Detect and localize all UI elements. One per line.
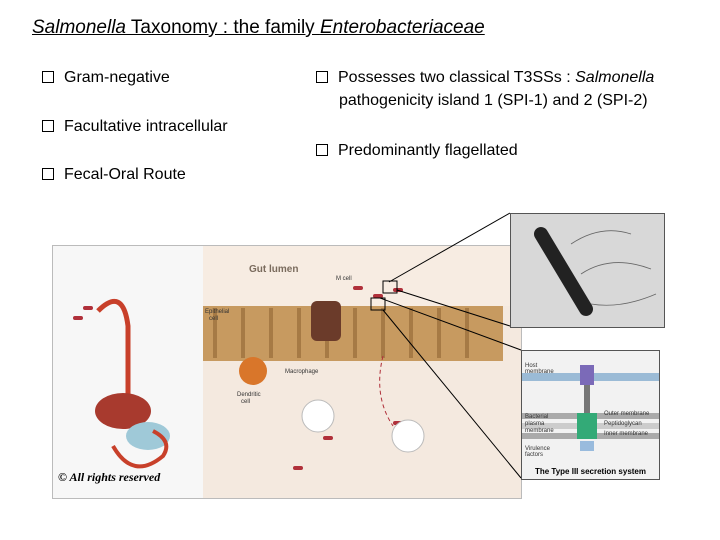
checkbox-bullet-icon [42, 120, 54, 132]
micrograph-art [511, 214, 664, 327]
title-middle: Taxonomy : the family [126, 17, 320, 38]
bacterial-label-2: plasma [525, 421, 545, 427]
macrophage-shape [301, 399, 335, 433]
checkbox-bullet-icon [316, 144, 328, 156]
virulence-label-2: factors [525, 452, 544, 458]
t3ss-diagram: Host membrane Bacterial plasma membrane … [521, 350, 660, 480]
checkbox-bullet-icon [42, 71, 54, 83]
bullet-t3ss: Possesses two classical T3SSs : Salmonel… [316, 69, 654, 87]
t3ss-caption: The Type III secretion system [534, 467, 646, 476]
infection-figure-art [53, 246, 521, 498]
checkbox-bullet-icon [42, 168, 54, 180]
bullet-facultative: Facultative intracellular [42, 118, 228, 136]
dendritic-label-2: cell [241, 399, 251, 405]
enterocyte-layer [203, 301, 503, 361]
m-cell-label: M cell [336, 276, 352, 282]
title-family: Enterobacteriaceae [319, 17, 485, 38]
macrophage-label: Macrophage [285, 369, 319, 375]
title-genus: Salmonella [32, 17, 126, 38]
t3ss-art [522, 365, 659, 451]
bullet-t3ss-line2: pathogenicity island 1 (SPI-1) and 2 (SP… [339, 92, 648, 109]
infection-figure: Gut lumen M cell Epithelial cell Macroph… [52, 245, 522, 499]
copyright-notice: © All rights reserved [58, 470, 161, 484]
epithelial-label-1: Epithelial [205, 309, 230, 315]
gut-lumen-label: Gut lumen [249, 264, 299, 275]
bullet-fecal-oral: Fecal-Oral Route [42, 166, 186, 184]
zoom-box-t3ss [370, 297, 386, 311]
host-label-2: membrane [525, 369, 554, 375]
bullet-gram-negative: Gram-negative [42, 69, 170, 87]
slide-title: Salmonella Taxonomy : the family Enterob… [32, 17, 485, 39]
bacterial-label-1: Bacterial [525, 414, 549, 420]
dendritic-cell-shape [239, 357, 267, 385]
virulence-label-1: Virulence [525, 446, 550, 452]
dendritic-label-1: Dendritic [237, 392, 261, 398]
host-label-1: Host [525, 363, 538, 369]
flagellated-bacterium-micrograph [510, 213, 665, 328]
intestine-shape [111, 429, 169, 469]
inner-membrane-label: Inner membrane [604, 431, 649, 437]
epithelial-label-2: cell [209, 316, 219, 322]
macrophage-shape [391, 419, 425, 453]
peptidoglycan-label: Peptidoglycan [604, 421, 642, 427]
checkbox-bullet-icon [316, 71, 328, 83]
stomach-shape [126, 422, 170, 450]
outer-membrane-label: Outer membrane [604, 411, 650, 417]
liver-shape [95, 393, 151, 429]
esophagus-shape [96, 298, 131, 396]
bullet-flagellated: Predominantly flagellated [316, 142, 518, 160]
bacterial-label-3: membrane [525, 428, 554, 434]
